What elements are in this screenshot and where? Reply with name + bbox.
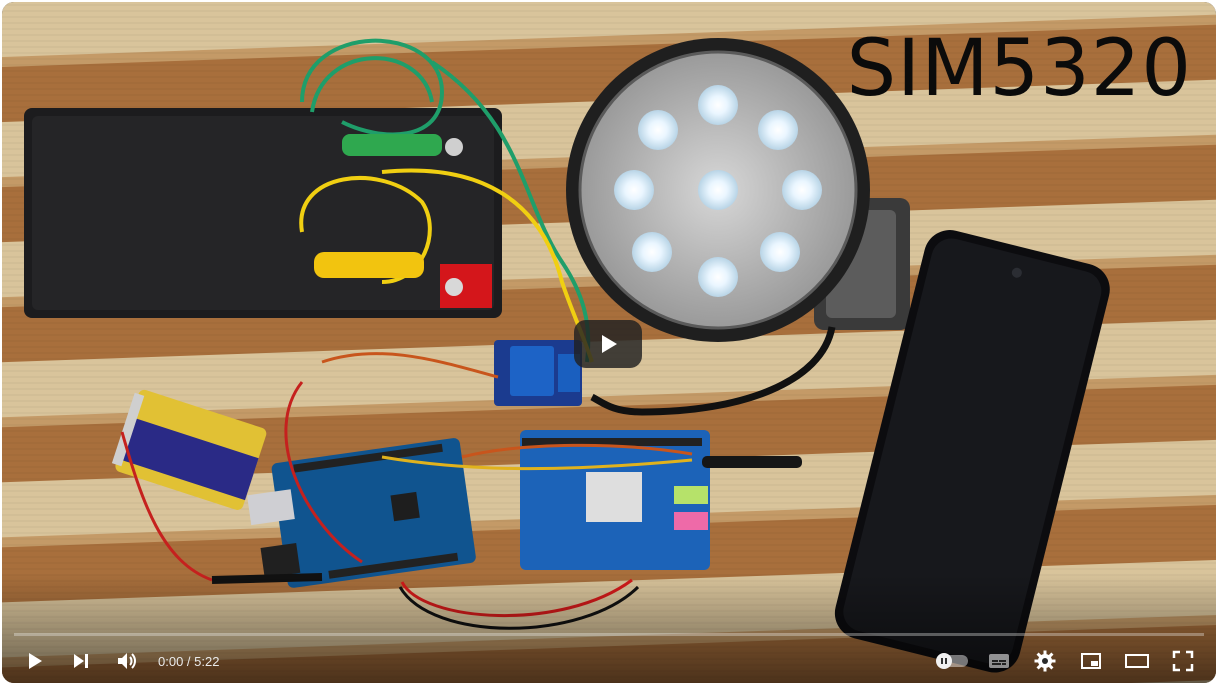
next-icon: [74, 654, 88, 668]
play-button[interactable]: [12, 639, 58, 683]
controls-gradient: [2, 573, 1216, 683]
current-time: 0:00: [158, 653, 184, 669]
progress-bar[interactable]: [14, 633, 1204, 636]
autoplay-toggle-icon: [936, 653, 952, 669]
fullscreen-button[interactable]: [1160, 639, 1206, 683]
led-work-lamp: [566, 38, 910, 342]
autoplay-toggle[interactable]: [930, 639, 976, 683]
relay-module: [494, 340, 582, 406]
next-button[interactable]: [58, 639, 104, 683]
play-icon: [29, 653, 42, 669]
big-play-button[interactable]: [574, 320, 642, 368]
mute-button[interactable]: [104, 639, 150, 683]
time-display: 0:00 / 5:22: [158, 654, 219, 669]
autoplay-track: [936, 653, 968, 669]
theater-icon: [1125, 654, 1149, 668]
sim5320-shield: [520, 430, 802, 570]
theater-mode-button[interactable]: [1114, 639, 1160, 683]
subtitles-button[interactable]: [976, 639, 1022, 683]
play-icon: [602, 335, 617, 353]
miniplayer-icon: [1081, 653, 1101, 669]
player-controls: 0:00 / 5:22: [2, 639, 1216, 683]
subtitles-icon: [989, 654, 1009, 668]
arduino-uno-board: [247, 438, 476, 588]
settings-button[interactable]: [1022, 639, 1068, 683]
time-separator: /: [183, 653, 195, 669]
video-overlay-title: SIM5320: [846, 24, 1192, 114]
gear-icon: [1034, 650, 1056, 672]
fullscreen-icon: [1172, 650, 1194, 672]
lamp-cable: [590, 326, 836, 416]
duration: 5:22: [194, 653, 220, 669]
volume-icon: [118, 653, 136, 669]
miniplayer-button[interactable]: [1068, 639, 1114, 683]
smartphone: [834, 230, 1110, 673]
nine-volt-battery: [111, 389, 267, 510]
